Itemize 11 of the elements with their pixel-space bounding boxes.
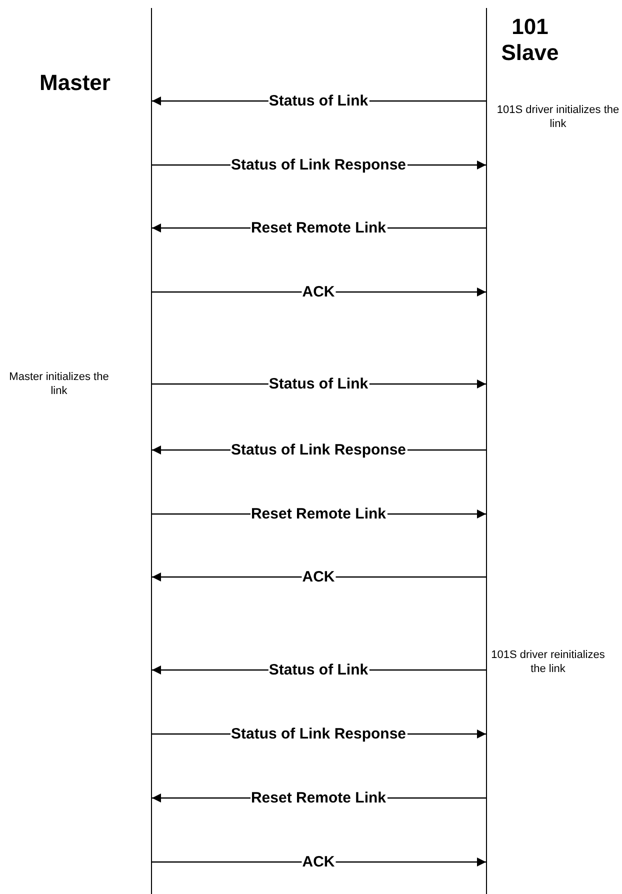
lifeline-heading: Master <box>38 70 112 96</box>
message-arrow <box>152 572 486 582</box>
edge-label: Status of Link Response <box>230 726 408 742</box>
message-arrow <box>152 858 486 866</box>
note-text: 101S driver initializes the link <box>496 103 620 131</box>
edge-label: Status of Link Response <box>230 156 408 174</box>
lifeline-heading: 101 Slave <box>500 14 560 66</box>
message-arrow <box>152 288 486 296</box>
edge-label: Status of Link Response <box>230 442 408 458</box>
note-text: Master initializes the link <box>8 370 110 398</box>
note-text: 101S driver reinitializes the link <box>490 648 606 676</box>
